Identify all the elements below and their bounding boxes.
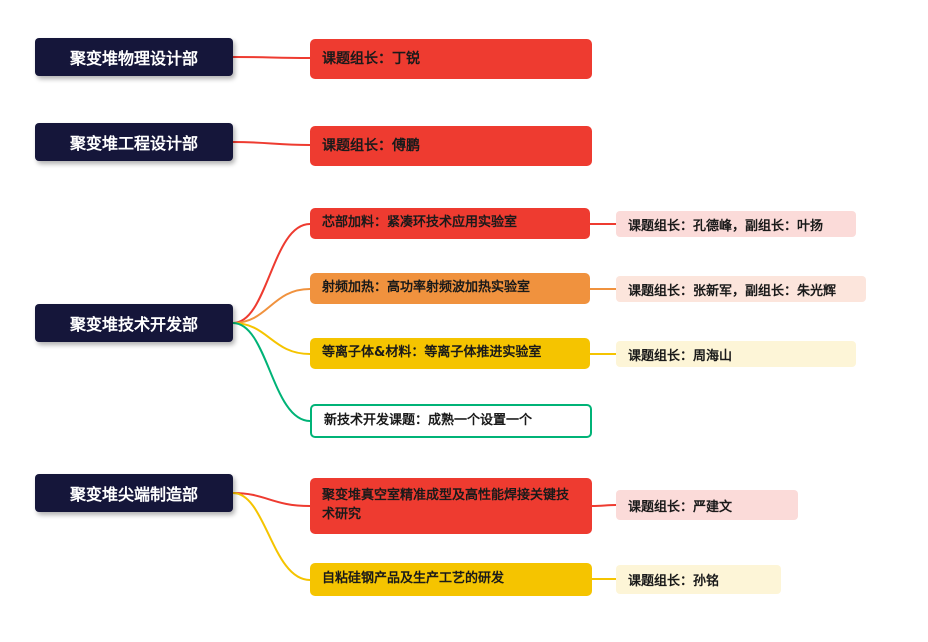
topic-label: 等离子体&材料：等离子体推进实验室 bbox=[322, 345, 542, 361]
topic-node-vacuum-vessel-research[interactable]: 聚变堆真空室精准成型及高性能焊接关键技术研究 bbox=[310, 478, 592, 534]
topic-label: 射频加热：高功率射频波加热实验室 bbox=[322, 280, 531, 296]
connector-engineering-leader bbox=[232, 141, 311, 146]
connector-tech-plasma bbox=[232, 322, 311, 355]
topic-node-rf-heating-lab[interactable]: 射频加热：高功率射频波加热实验室 bbox=[310, 273, 590, 304]
leader-node-core-fueling[interactable]: 课题组长：孔德峰，副组长：叶扬 bbox=[616, 211, 856, 237]
dept-node-technology-development[interactable]: 聚变堆技术开发部 bbox=[35, 304, 233, 342]
topic-label: 课题组长：丁锐 bbox=[322, 50, 420, 67]
dept-node-physics-design[interactable]: 聚变堆物理设计部 bbox=[35, 38, 233, 76]
topic-node-physics-group-leader[interactable]: 课题组长：丁锐 bbox=[310, 39, 592, 79]
leader-label: 课题组长：严建文 bbox=[628, 499, 733, 515]
connector-physics-leader bbox=[232, 56, 311, 59]
topic-node-new-technology[interactable]: 新技术开发课题：成熟一个设置一个 bbox=[310, 404, 592, 438]
connector-tech-rf-heating bbox=[232, 288, 311, 324]
leader-label: 课题组长：孙铭 bbox=[628, 574, 720, 589]
topic-node-silicon-steel-research[interactable]: 自粘硅钢产品及生产工艺的研发 bbox=[310, 563, 592, 596]
leader-node-silicon-steel[interactable]: 课题组长：孙铭 bbox=[616, 565, 781, 594]
leader-label: 课题组长：张新军，副组长：朱光辉 bbox=[628, 283, 837, 299]
connector-vacuum-leader bbox=[591, 504, 617, 507]
leader-node-plasma-propulsion[interactable]: 课题组长：周海山 bbox=[616, 341, 856, 367]
leader-label: 课题组长：周海山 bbox=[628, 348, 733, 364]
topic-node-plasma-propulsion-lab[interactable]: 等离子体&材料：等离子体推进实验室 bbox=[310, 338, 590, 369]
topic-label: 聚变堆真空室精准成型及高性能焊接关键技术研究 bbox=[322, 488, 570, 522]
dept-node-engineering-design[interactable]: 聚变堆工程设计部 bbox=[35, 123, 233, 161]
topic-node-core-fueling-lab[interactable]: 芯部加料：紧凑环技术应用实验室 bbox=[310, 208, 590, 239]
topic-label: 自粘硅钢产品及生产工艺的研发 bbox=[322, 571, 505, 587]
dept-node-advanced-manufacturing[interactable]: 聚变堆尖端制造部 bbox=[35, 474, 233, 512]
connector-tech-newtech bbox=[232, 322, 311, 422]
topic-node-engineering-group-leader[interactable]: 课题组长：傅鹏 bbox=[310, 126, 592, 166]
topic-label: 新技术开发课题：成熟一个设置一个 bbox=[324, 412, 533, 428]
connector-tech-core-fueling bbox=[232, 223, 311, 324]
topic-label: 课题组长：傅鹏 bbox=[322, 137, 420, 154]
dept-label: 聚变堆物理设计部 bbox=[69, 49, 198, 68]
dept-label: 聚变堆尖端制造部 bbox=[69, 485, 198, 504]
leader-label: 课题组长：孔德峰，副组长：叶扬 bbox=[628, 218, 824, 234]
leader-node-rf-heating[interactable]: 课题组长：张新军，副组长：朱光辉 bbox=[616, 276, 866, 302]
dept-label: 聚变堆工程设计部 bbox=[69, 134, 198, 153]
dept-label: 聚变堆技术开发部 bbox=[69, 315, 198, 334]
leader-node-vacuum-vessel[interactable]: 课题组长：严建文 bbox=[616, 490, 798, 520]
connector-manufacturing-steel bbox=[232, 492, 311, 581]
connector-manufacturing-vacuum bbox=[232, 492, 311, 507]
topic-label: 芯部加料：紧凑环技术应用实验室 bbox=[322, 215, 518, 231]
